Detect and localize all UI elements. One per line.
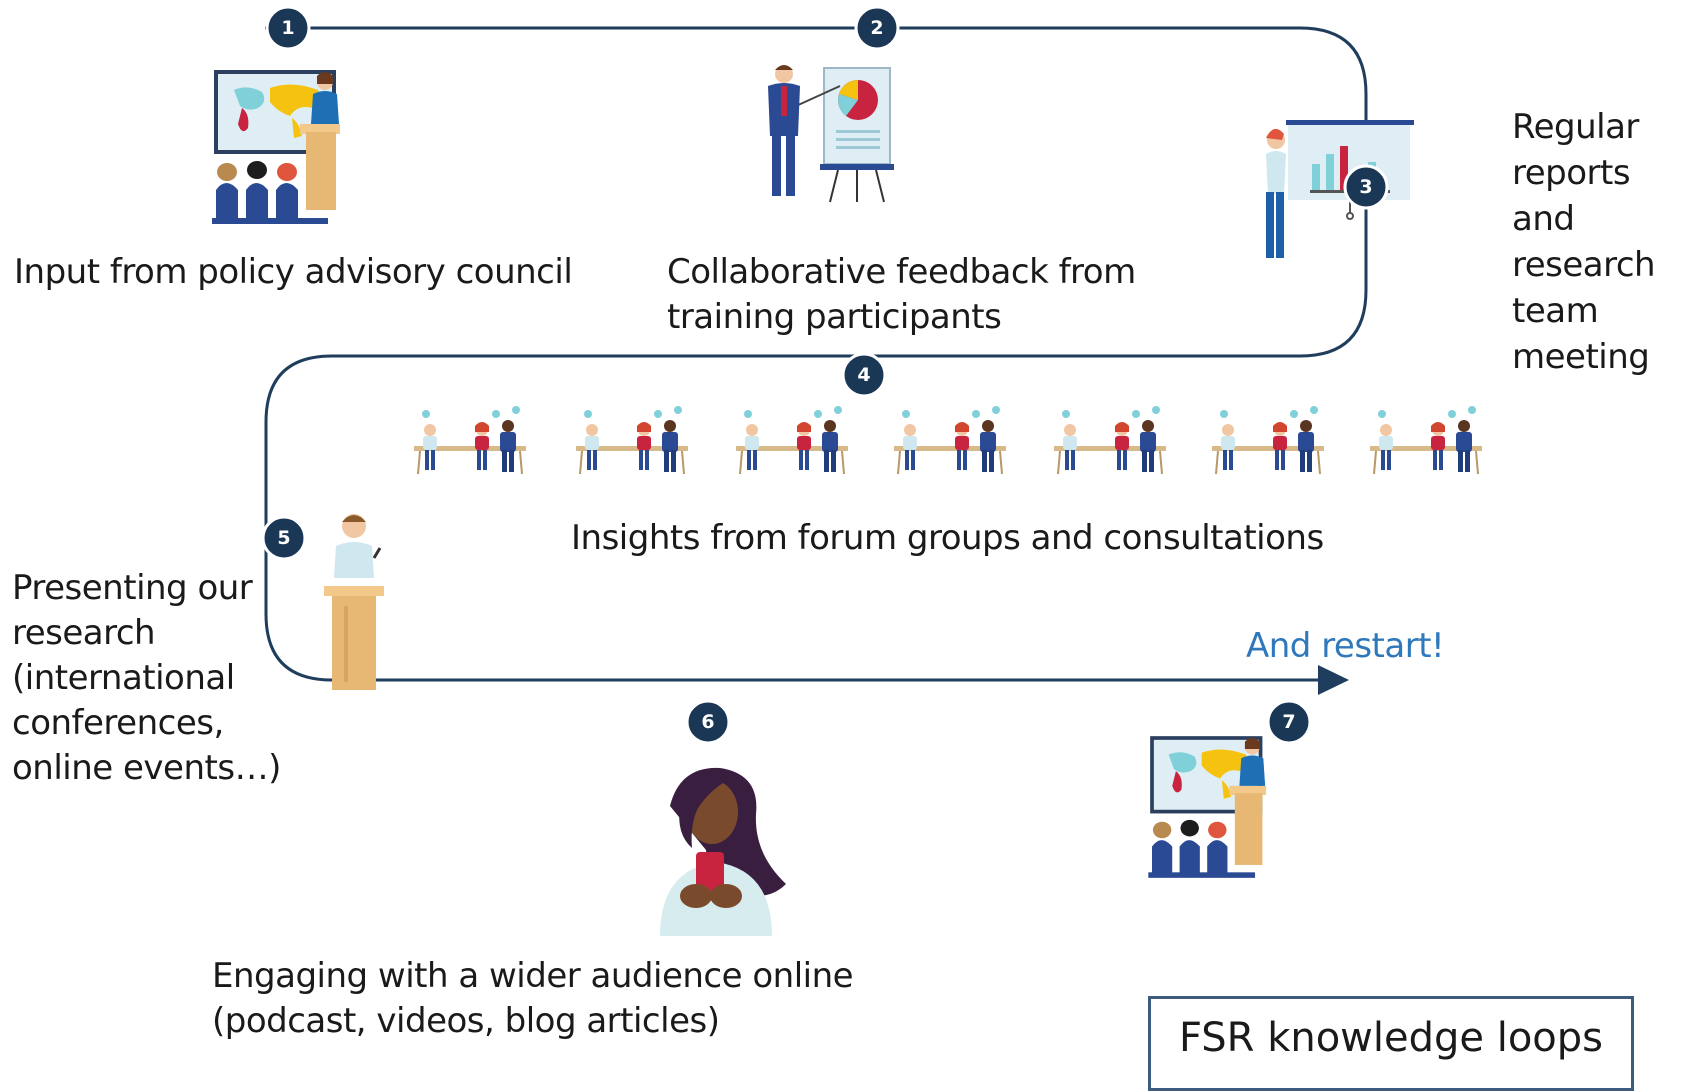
step-number: 4: [857, 364, 870, 386]
step-marker: 3: [1343, 164, 1389, 210]
step-marker: 2: [854, 5, 900, 51]
woman-with-phone-icon: [660, 767, 786, 936]
step-number: 7: [1282, 711, 1295, 733]
meeting-table-icon: [1211, 405, 1325, 475]
step-number: 6: [701, 711, 714, 733]
restart-label: And restart!: [1246, 626, 1445, 666]
step-number: 3: [1359, 176, 1372, 198]
title-box: FSR knowledge loops: [1148, 996, 1634, 1091]
presenter-with-pie-chart-icon: [768, 65, 894, 203]
step-4-label: Insights from forum groups and consultat…: [571, 518, 1324, 558]
meeting-table-icon: [413, 405, 527, 475]
meeting-table-icon: [575, 405, 689, 475]
step-marker: 1: [265, 5, 311, 51]
meeting-table-icon: [1369, 405, 1483, 475]
loop-path: [264, 26, 1368, 682]
step-marker: 6: [685, 699, 731, 745]
presenter-with-bar-chart-icon: [1266, 120, 1414, 258]
step-number: 2: [870, 17, 883, 39]
meeting-table-icon: [1053, 405, 1167, 475]
step-number: 1: [281, 17, 294, 39]
diagram-title: FSR knowledge loops: [1178, 1015, 1604, 1061]
step-2-label: Collaborative feedback from training par…: [667, 252, 1136, 337]
speaker-at-podium-icon: [324, 514, 384, 690]
step-number: 5: [277, 527, 290, 549]
meeting-table-icon: [735, 405, 849, 475]
step-1-label: Input from policy advisory council: [14, 252, 573, 292]
step-marker: 7: [1266, 699, 1312, 745]
step-marker: 5: [261, 515, 307, 561]
presentation-hall-icon: [210, 70, 342, 226]
arrow-head-icon: [1318, 665, 1349, 695]
step-6-label: Engaging with a wider audience online (p…: [212, 956, 854, 1041]
meeting-table-icon: [893, 405, 1007, 475]
presentation-hall-icon: [1146, 736, 1268, 880]
step-3-label: Regular reports and research team meetin…: [1512, 107, 1656, 377]
step-5-label: Presenting our research (international c…: [12, 568, 281, 788]
step-marker: 4: [841, 352, 887, 398]
